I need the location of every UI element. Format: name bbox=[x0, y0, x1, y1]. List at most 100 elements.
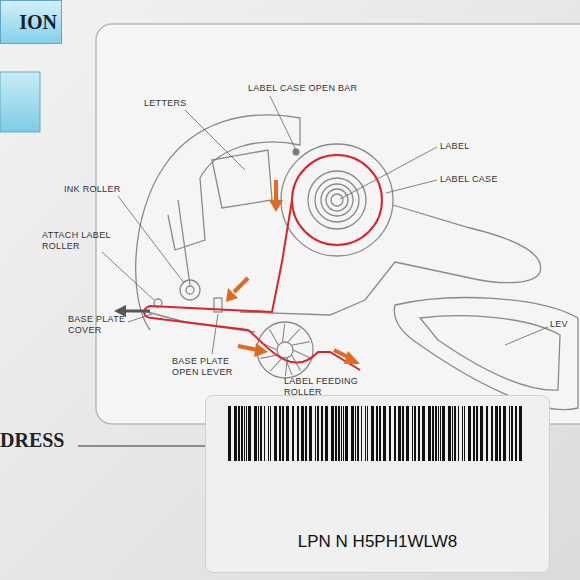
bar bbox=[412, 406, 413, 461]
blue-tab bbox=[0, 72, 40, 132]
bar bbox=[351, 406, 354, 461]
bar bbox=[509, 406, 510, 461]
roller-tooth bbox=[269, 329, 278, 345]
bar bbox=[341, 406, 342, 461]
bar bbox=[442, 406, 445, 461]
bar bbox=[519, 406, 522, 461]
body-lower bbox=[240, 262, 395, 315]
label-gun bbox=[136, 115, 578, 410]
bar bbox=[343, 406, 344, 461]
part-label: LEV bbox=[550, 319, 578, 330]
bar bbox=[432, 406, 434, 461]
bar bbox=[264, 406, 265, 461]
roller-tooth bbox=[293, 350, 310, 358]
bar bbox=[440, 406, 441, 461]
part-label: ATTACH LABEL ROLLER bbox=[42, 230, 114, 252]
bar bbox=[297, 406, 299, 461]
bar bbox=[365, 406, 366, 461]
lever-inner bbox=[420, 316, 560, 390]
bar bbox=[406, 406, 409, 461]
part-label: BASE PLATE OPEN LEVER bbox=[172, 356, 250, 378]
bar bbox=[274, 406, 277, 461]
bar bbox=[491, 406, 493, 461]
bar bbox=[335, 406, 337, 461]
handle bbox=[393, 205, 541, 283]
roller-tooth bbox=[287, 329, 300, 343]
bar bbox=[462, 406, 463, 461]
bar bbox=[452, 406, 453, 461]
bar bbox=[338, 406, 340, 461]
roller-tooth bbox=[291, 342, 309, 346]
bar bbox=[246, 406, 247, 461]
bar bbox=[279, 406, 281, 461]
bar bbox=[435, 406, 437, 461]
part-label: LETTERS bbox=[144, 98, 204, 109]
bar bbox=[355, 406, 356, 461]
bar bbox=[438, 406, 439, 461]
lever bbox=[394, 298, 578, 410]
diagram-panel bbox=[96, 24, 580, 424]
bar bbox=[418, 406, 420, 461]
roller-tooth bbox=[270, 358, 283, 372]
bar bbox=[282, 406, 284, 461]
bar bbox=[345, 406, 348, 461]
bar bbox=[234, 406, 237, 461]
tab-text: ION bbox=[1, 1, 61, 34]
bar bbox=[248, 406, 251, 461]
feeding-roller-shape bbox=[257, 322, 313, 378]
bar bbox=[309, 406, 312, 461]
bar bbox=[376, 406, 378, 461]
bar bbox=[315, 406, 316, 461]
blue-tab: ION bbox=[0, 0, 62, 44]
bar bbox=[241, 406, 243, 461]
bar bbox=[244, 406, 245, 461]
part-label: LABEL FEEDING ROLLER bbox=[284, 376, 364, 398]
bar bbox=[317, 406, 319, 461]
bar bbox=[414, 406, 416, 461]
bar bbox=[448, 406, 451, 461]
bar bbox=[325, 406, 328, 461]
bar bbox=[402, 406, 404, 461]
bar bbox=[458, 406, 459, 461]
bar bbox=[268, 406, 269, 461]
roller-teeth bbox=[260, 324, 310, 376]
bar bbox=[258, 406, 259, 461]
bar bbox=[428, 406, 431, 461]
bar bbox=[495, 406, 498, 461]
bar bbox=[383, 406, 386, 461]
barcode bbox=[228, 406, 528, 461]
bar bbox=[476, 406, 478, 461]
rule-line bbox=[78, 445, 205, 446]
head-arm bbox=[168, 178, 205, 250]
bar bbox=[486, 406, 488, 461]
bar bbox=[254, 406, 257, 461]
bar bbox=[511, 406, 513, 461]
bar bbox=[389, 406, 391, 461]
label-path bbox=[144, 200, 360, 370]
ink-arm bbox=[178, 200, 190, 285]
bar bbox=[515, 406, 517, 461]
letters-window bbox=[212, 150, 272, 208]
bar bbox=[292, 406, 294, 461]
bar bbox=[305, 406, 307, 461]
bar bbox=[468, 406, 471, 461]
bar bbox=[270, 406, 271, 461]
bar bbox=[499, 406, 501, 461]
bar bbox=[454, 406, 456, 461]
bar bbox=[394, 406, 396, 461]
bar bbox=[379, 406, 381, 461]
bar bbox=[286, 406, 289, 461]
case-outline bbox=[281, 144, 393, 256]
bar bbox=[321, 406, 323, 461]
bar bbox=[371, 406, 374, 461]
bar bbox=[357, 406, 359, 461]
bar bbox=[228, 406, 231, 461]
bar bbox=[361, 406, 362, 461]
bar bbox=[480, 406, 483, 461]
bar bbox=[301, 406, 304, 461]
heading-fragment: DRESS bbox=[0, 428, 80, 452]
bar bbox=[331, 406, 334, 461]
part-label: LABEL CASE bbox=[440, 174, 520, 185]
part-label: INK ROLLER bbox=[64, 184, 134, 195]
leader-lines bbox=[102, 96, 548, 375]
